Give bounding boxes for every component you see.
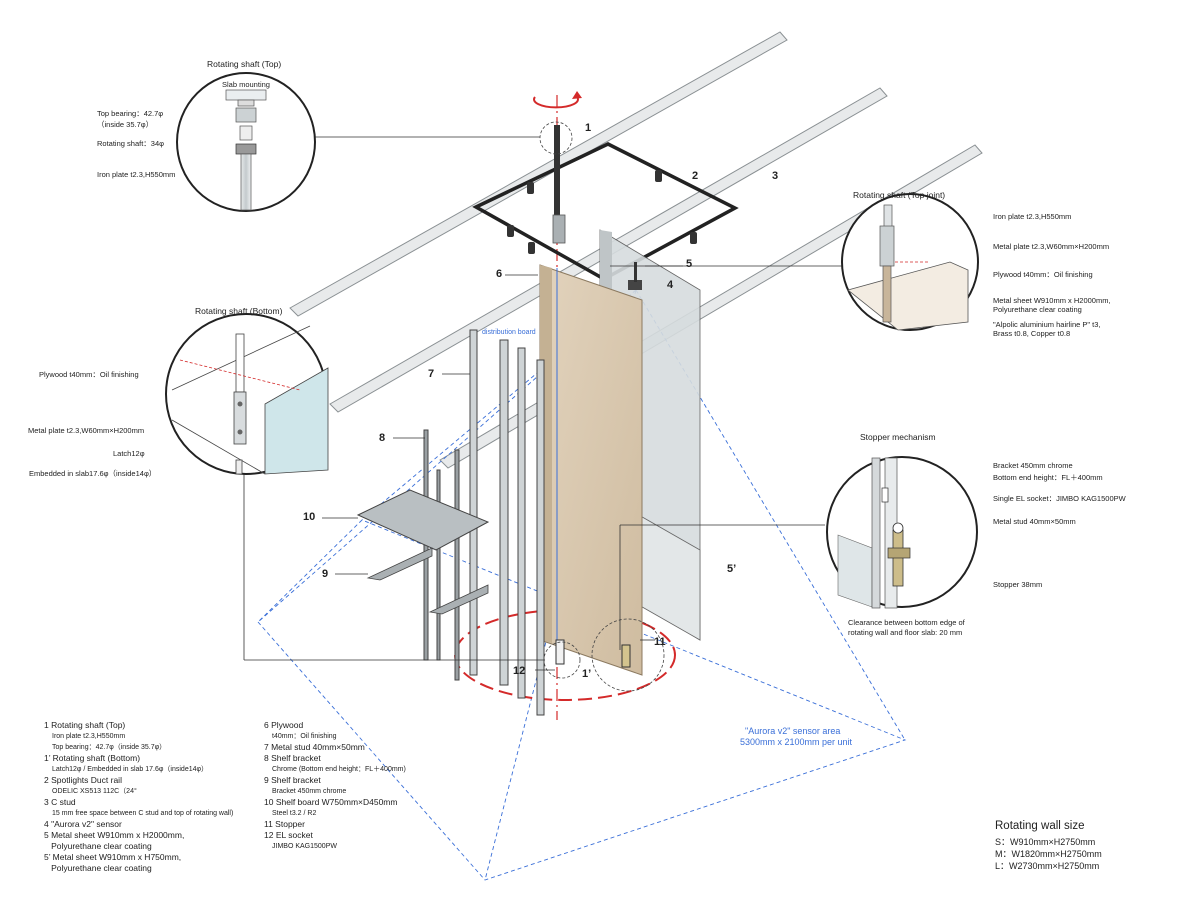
number-1: 1 [585, 122, 592, 134]
el-socket [555, 639, 565, 665]
number-7: 7 [428, 368, 435, 380]
number-5-prime: 5’ [727, 563, 737, 575]
legend-item-1: 1 Rotating shaft (Top)Iron plate t2.3,H5… [44, 720, 167, 751]
label-metal-plate-bottom: Metal plate t2.3,W60mm×H200mm [28, 426, 145, 435]
size-m: M：W1820mm×H2750mm [995, 849, 1102, 859]
callout-circle-bottom [165, 313, 329, 475]
label-alpolic: "Alpolic aluminium hairline P" t3, [993, 320, 1101, 329]
number-4: 4 [667, 279, 674, 291]
rotation-arrow [533, 96, 579, 109]
number-1-prime: 1’ [582, 668, 592, 680]
label-stopper-size: Stopper 38mm [993, 580, 1043, 589]
label-brass-copper: Brass t0.8, Copper t0.8 [993, 329, 1071, 338]
label-top-bearing: Top bearing：42.7φ [97, 109, 164, 118]
sizes-title: Rotating wall size [995, 820, 1085, 832]
legend-item-1-prime: 1’ Rotating shaft (Bottom)Latch12φ / Emb… [44, 753, 209, 773]
shelf-board [356, 489, 490, 551]
leader-lines [243, 136, 845, 671]
callout-title-top-joint: Rotating shaft (Top joint) [853, 190, 946, 200]
number-5: 5 [686, 258, 693, 270]
label-metal-plate-joint: Metal plate t2.3,W60mm×H200mm [993, 242, 1110, 251]
label-slab-mounting: Slab mounting [222, 80, 270, 89]
label-metal-sheet-joint-2: Polyurethane clear coating [993, 305, 1082, 314]
legend-item-11: 11 Stopper [264, 819, 305, 829]
label-sensor-area-1: "Aurora v2" sensor area [745, 726, 841, 736]
legend-column-1: 1 Rotating shaft (Top)Iron plate t2.3,H5… [44, 720, 264, 874]
legend-item-7: 7 Metal stud 40mm×50mm [264, 742, 365, 752]
number-8: 8 [379, 432, 386, 444]
label-iron-plate-joint: Iron plate t2.3,H550mm [993, 212, 1072, 221]
number-10: 10 [303, 511, 316, 523]
number-11: 11 [654, 636, 666, 648]
number-12: 12 [513, 665, 526, 677]
legend-item-5: 5 Metal sheet W910mm x H2000mm, Polyuret… [44, 830, 185, 851]
label-distribution-board: distribution board [482, 329, 536, 336]
callout-title-bottom: Rotating shaft (Bottom) [195, 306, 283, 316]
rotating-shaft [554, 125, 560, 235]
spotlights [507, 170, 697, 254]
size-l: L：W2730mm×H2750mm [995, 861, 1100, 871]
legend-item-4: 4 "Aurora v2" sensor [44, 819, 122, 829]
aurora-sensor [628, 280, 642, 290]
callout-title-stopper: Stopper mechanism [860, 432, 936, 442]
label-metal-sheet-joint-1: Metal sheet W910mm x H2000mm, [993, 296, 1111, 305]
label-bracket-chrome: Bracket 450mm chrome [993, 461, 1073, 470]
label-embedded: Embedded in slab17.6φ（inside14φ） [29, 469, 157, 478]
label-plywood-bottom: Plywood t40mm：Oil finishing [39, 370, 139, 379]
number-2: 2 [692, 170, 699, 182]
label-top-bearing-inside: （inside 35.7φ） [97, 120, 154, 129]
label-sensor-area-2: 5300mm x 2100mm per unit [740, 737, 853, 747]
shelf-brackets [366, 547, 489, 615]
label-single-el-socket: Single EL socket：JIMBO KAG1500PW [993, 494, 1126, 503]
plywood-panel [539, 264, 643, 676]
callout-circle-stopper [826, 456, 978, 609]
label-bottom-end-height: Bottom end height：FL＋400mm [993, 473, 1103, 482]
label-metal-stud-stopper: Metal stud 40mm×50mm [993, 517, 1076, 526]
callout-title-top: Rotating shaft (Top) [207, 59, 282, 69]
number-9: 9 [322, 568, 329, 580]
label-clearance-2: rotating wall and floor slab: 20 mm [848, 628, 963, 637]
label-latch: Latch12φ [113, 449, 145, 458]
rotating-wall-sizes: Rotating wall size S：W910mm×H2750mm M：W1… [995, 820, 1102, 872]
number-6: 6 [496, 268, 503, 280]
label-rotating-shaft-dia: Rotating shaft：34φ [97, 139, 164, 148]
label-clearance-1: Clearance between bottom edge of [848, 618, 965, 627]
callout-circle-top [176, 72, 316, 212]
label-plywood-joint: Plywood t40mm：Oil finishing [993, 270, 1093, 279]
callout-circle-top-joint [841, 193, 979, 331]
duct-rail-frame [472, 142, 739, 281]
stopper [621, 644, 631, 668]
label-iron-plate-top: Iron plate t2.3,H550mm [97, 170, 176, 179]
number-3: 3 [772, 170, 779, 182]
legend-item-5-prime: 5’ Metal sheet W910mm x H750mm, Polyuret… [44, 852, 182, 873]
size-s: S：W910mm×H2750mm [995, 837, 1096, 847]
